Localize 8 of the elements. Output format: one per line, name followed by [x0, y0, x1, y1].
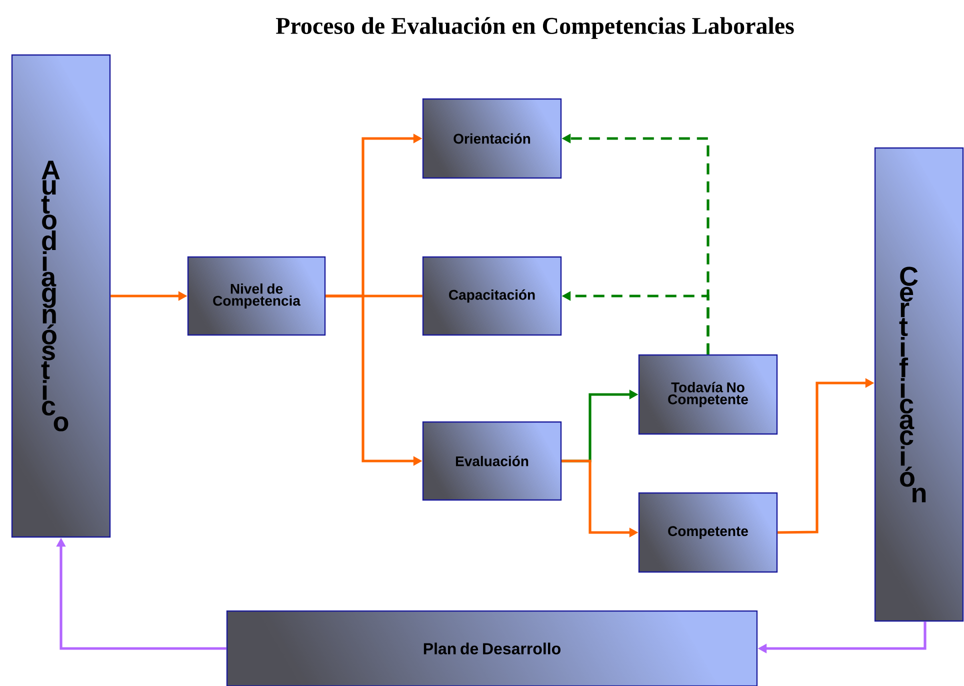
process-box: Nivel de Competencia: [187, 256, 326, 336]
process-box: Orientación: [422, 98, 562, 179]
title: Proceso de Evaluación en Competencias Laborales: [276, 17, 794, 39]
process-box: Evaluación: [422, 421, 562, 501]
process-box: Todavía No Competente: [638, 354, 778, 435]
process-box: Competente: [638, 492, 778, 573]
process-box: Capacitación: [422, 256, 562, 336]
wide-box: Plan de Desarrollo: [226, 610, 758, 686]
